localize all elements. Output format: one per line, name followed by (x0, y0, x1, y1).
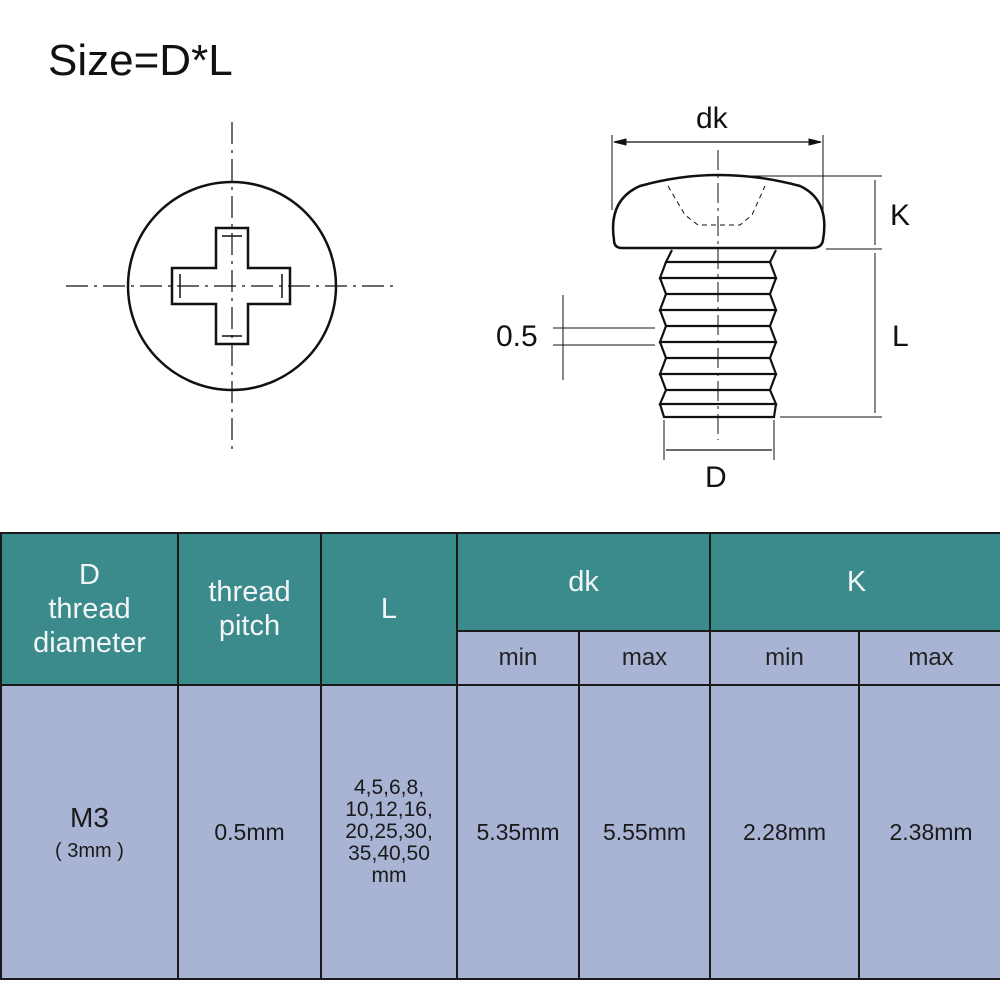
table-row: M3 ( 3mm ) 0.5mm 4,5,6,8, 10,12,16, 20,2… (0, 684, 1000, 980)
screw-side-view (553, 135, 882, 460)
screw-drawing: dk K L D 0.5 (66, 102, 910, 494)
diameter-mm: ( 3mm ) (55, 839, 124, 862)
size-title: Size=D*L (48, 36, 233, 85)
header-k-max: max (858, 630, 1000, 686)
cell-dk-max: 5.55mm (577, 684, 712, 980)
cell-diameter: M3 ( 3mm ) (0, 684, 179, 980)
header-dk-max: max (577, 630, 712, 686)
length-line: 20,25,30, (345, 820, 433, 843)
header-k-min: min (709, 630, 861, 686)
phillips-cross-icon (170, 226, 292, 346)
spec-table: D thread diameter thread pitch L dk K mi… (0, 532, 1000, 980)
length-line: mm (371, 864, 407, 887)
header-thread-pitch: thread pitch (177, 532, 322, 686)
bottom-margin (0, 980, 1000, 1000)
header-text: pitch (218, 610, 281, 642)
pitch-label: 0.5 (496, 320, 538, 353)
diameter-value: M3 (70, 801, 109, 833)
dk-label: dk (696, 102, 729, 135)
header-thread-diameter: D thread diameter (0, 532, 179, 686)
header-dk-min: min (456, 630, 580, 686)
length-line: 10,12,16, (345, 798, 433, 821)
cell-length: 4,5,6,8, 10,12,16, 20,25,30, 35,40,50 mm (320, 684, 458, 980)
screw-top-view (66, 122, 395, 455)
k-label: K (890, 199, 910, 232)
length-line: 4,5,6,8, (353, 776, 425, 799)
header-dk: dk (455, 532, 712, 632)
header-text: thread (48, 593, 131, 625)
header-length: L (320, 532, 458, 686)
cell-k-max: 2.38mm (858, 684, 1000, 980)
l-label: L (892, 320, 909, 353)
length-line: 35,40,50 (348, 842, 430, 865)
d-label: D (705, 461, 727, 494)
header-k: K (709, 532, 1000, 632)
header-text: thread (208, 576, 291, 608)
header-text: diameter (33, 627, 146, 659)
cell-dk-min: 5.35mm (456, 684, 580, 980)
header-text: D (79, 559, 100, 591)
cell-pitch: 0.5mm (177, 684, 322, 980)
cell-k-min: 2.28mm (709, 684, 861, 980)
